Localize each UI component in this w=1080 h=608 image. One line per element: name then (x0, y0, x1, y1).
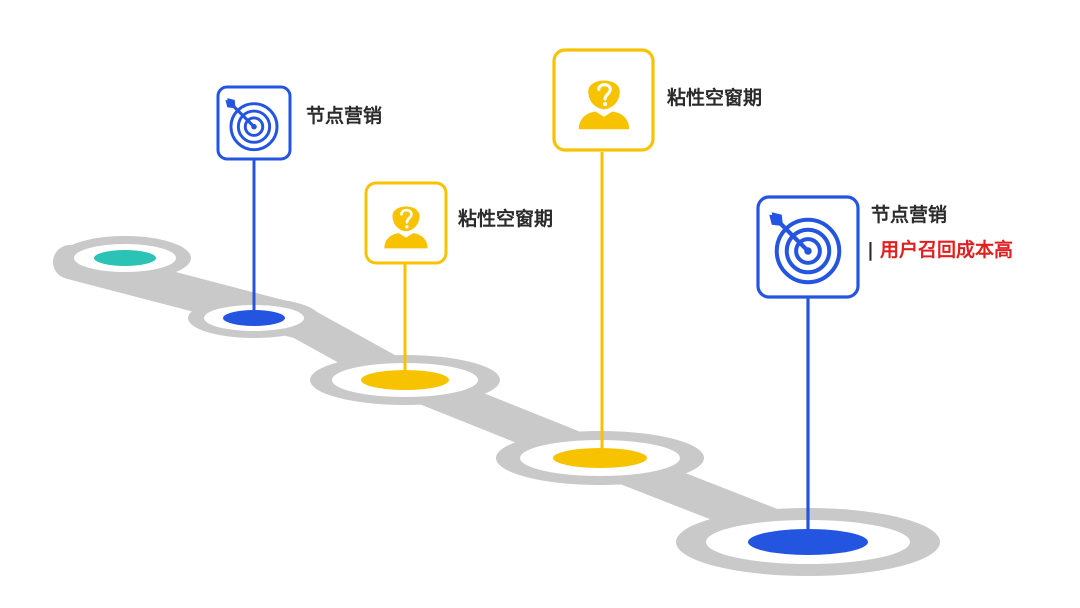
start-node (59, 236, 191, 280)
milestone-node (496, 431, 704, 485)
milestone-label: 节点营销 (871, 203, 947, 226)
milestone-card (552, 48, 655, 152)
milestone-node (676, 508, 940, 576)
milestone-card (216, 85, 292, 161)
milestone-node (310, 355, 500, 405)
milestone-note: 用户召回成本高 (880, 238, 1013, 261)
milestone-label: 节点营销 (306, 104, 382, 127)
milestone-1: 节点营销 (188, 85, 382, 338)
milestone-card (364, 181, 448, 265)
milestone-node (188, 298, 320, 338)
milestone-3: 粘性空窗期 (496, 48, 762, 485)
milestone-2: 粘性空窗期 (310, 181, 553, 405)
milestone-4: 节点营销 | 用户召回成本高 (676, 195, 1013, 576)
milestone-card (756, 195, 860, 299)
milestone-label: 粘性空窗期 (458, 207, 553, 230)
milestone-label: 粘性空窗期 (667, 86, 762, 109)
milestone-note-bar: | (867, 239, 874, 261)
